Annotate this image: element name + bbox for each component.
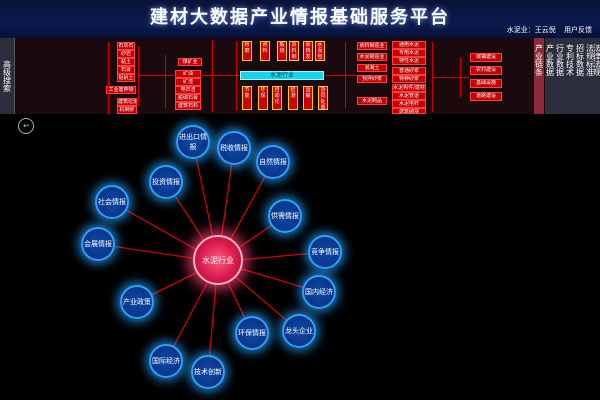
chain-node[interactable]: 水泥构件/建材 bbox=[392, 84, 426, 92]
connector-line bbox=[433, 77, 469, 78]
cement-industry-bar[interactable]: 水泥行业 bbox=[240, 71, 324, 80]
chain-node[interactable]: 专用水泥 bbox=[392, 49, 426, 57]
graph-node[interactable]: 环保情报 bbox=[235, 316, 269, 350]
tab-industry-data[interactable]: 产业数据 bbox=[545, 38, 555, 114]
graph-node[interactable]: 税收情报 bbox=[217, 131, 251, 165]
chain-node[interactable]: 砂岩 bbox=[117, 50, 135, 58]
chain-node[interactable]: 预拌砂浆 bbox=[357, 75, 387, 83]
chain-node[interactable]: 节能 bbox=[242, 86, 252, 110]
chain-node[interactable]: 特性水泥 bbox=[392, 57, 426, 65]
chain-node[interactable]: 农村建设 bbox=[470, 66, 502, 75]
chain-node[interactable]: 黏土 bbox=[117, 58, 135, 66]
chain-node[interactable]: 水泥制品 bbox=[357, 97, 387, 105]
chain-node[interactable]: 机制砂 bbox=[117, 106, 137, 114]
chain-node[interactable]: 原料制备 bbox=[289, 41, 299, 61]
chain-node[interactable]: 道路建设 bbox=[470, 92, 502, 101]
chain-node[interactable]: 煤矿业 bbox=[178, 58, 202, 66]
chain-node[interactable]: 环保 bbox=[258, 86, 268, 110]
page-title: 建材大数据产业情报基础服务平台 bbox=[150, 7, 450, 28]
graph-node[interactable]: 社会情报 bbox=[95, 185, 129, 219]
chain-node[interactable]: 熟料制造业 bbox=[357, 42, 387, 50]
chain-node[interactable]: 检测 bbox=[288, 86, 298, 110]
chain-node[interactable]: 基础设施 bbox=[470, 79, 502, 88]
chain-node[interactable]: 普通砂浆 bbox=[392, 67, 426, 75]
chain-node[interactable]: 自动化 bbox=[272, 86, 282, 110]
connector-line bbox=[138, 46, 139, 106]
chain-node[interactable]: 矿油 bbox=[175, 70, 201, 78]
chain-node[interactable]: 余热发电 bbox=[303, 41, 313, 61]
chain-node[interactable]: 水泥管道 bbox=[392, 92, 426, 100]
graph-node[interactable]: 自然情报 bbox=[256, 145, 290, 179]
chain-node[interactable]: 粉磨 bbox=[242, 41, 252, 61]
graph-node[interactable]: 投资情报 bbox=[149, 165, 183, 199]
chain-node[interactable]: 通用水泥 bbox=[392, 41, 426, 49]
chain-node[interactable]: 城镇建设 bbox=[470, 53, 502, 62]
graph-node[interactable]: 会展情报 bbox=[81, 227, 115, 261]
chain-node[interactable]: 电石渣 bbox=[175, 86, 201, 94]
connector-line bbox=[432, 42, 433, 112]
chain-node[interactable]: 铝矾土 bbox=[117, 74, 135, 82]
chain-node[interactable]: 水泥制造业 bbox=[357, 53, 387, 61]
back-arrow-icon[interactable]: ↩ bbox=[18, 118, 34, 134]
chain-node[interactable]: 建筑砌块 bbox=[392, 108, 426, 114]
connector-line bbox=[326, 75, 356, 76]
tab-sector-data[interactable]: 行业数据 bbox=[555, 38, 565, 114]
user-company: 水泥业：王云倪 bbox=[506, 26, 556, 34]
user-bar: 水泥业：王云倪 用户反馈 bbox=[501, 25, 592, 35]
chain-node[interactable]: 熟料 bbox=[260, 41, 270, 61]
connector-line bbox=[139, 75, 239, 76]
connector-line bbox=[236, 41, 237, 111]
chain-node[interactable]: 脱硫石膏 bbox=[175, 94, 201, 102]
tab-chain[interactable]: 产业链条 bbox=[534, 38, 544, 114]
tab-patents[interactable]: 专利技术 bbox=[565, 38, 575, 114]
graph-center-node[interactable]: 水泥行业 bbox=[193, 235, 243, 285]
connector-line bbox=[460, 57, 461, 97]
chain-node[interactable]: 建筑垃圾 bbox=[117, 98, 137, 106]
chain-node[interactable]: 混凝土 bbox=[357, 64, 387, 72]
feedback-link[interactable]: 用户反馈 bbox=[564, 26, 592, 34]
graph-node[interactable]: 供需情报 bbox=[268, 199, 302, 233]
chain-node[interactable]: 工业废弃物 bbox=[106, 86, 136, 94]
chain-node[interactable]: 煅烧 bbox=[277, 41, 287, 61]
chain-node[interactable]: 运输 bbox=[303, 86, 313, 110]
connector-line bbox=[345, 42, 346, 108]
tab-tenders[interactable]: 招标数据 bbox=[575, 38, 585, 114]
chain-node[interactable]: 特种砂浆 bbox=[392, 75, 426, 83]
chain-node[interactable]: 石灰石 bbox=[117, 42, 135, 50]
connector-line bbox=[108, 42, 109, 114]
graph-node[interactable]: 国际经济 bbox=[149, 344, 183, 378]
graph-node[interactable]: 龙头企业 bbox=[282, 314, 316, 348]
tab-laws[interactable]: 法律法规 bbox=[593, 38, 600, 114]
chain-node[interactable]: 水泥包装 bbox=[315, 41, 325, 61]
connector-line bbox=[212, 40, 213, 112]
graph-node[interactable]: 技术创新 bbox=[191, 355, 225, 389]
chain-node[interactable]: 矿渣 bbox=[175, 78, 201, 86]
graph-node[interactable]: 国内经济 bbox=[302, 275, 336, 309]
graph-node[interactable]: 产业政策 bbox=[120, 285, 154, 319]
tab-standards[interactable]: 法规标准 bbox=[585, 38, 595, 114]
chain-node[interactable]: 建筑石料 bbox=[175, 102, 201, 110]
chain-node[interactable]: 石膏 bbox=[117, 66, 135, 74]
graph-node[interactable]: 进出口情报 bbox=[176, 125, 210, 159]
graph-node[interactable]: 竞争情报 bbox=[308, 235, 342, 269]
connector-line bbox=[165, 55, 166, 108]
advanced-search-tab[interactable]: 高级搜索 bbox=[0, 38, 15, 114]
chain-node[interactable]: 协同处置 bbox=[318, 86, 328, 110]
header-bar: 建材大数据产业情报基础服务平台 水泥业：王云倪 用户反馈 bbox=[0, 0, 600, 39]
chain-node[interactable]: 水泥电杆 bbox=[392, 100, 426, 108]
